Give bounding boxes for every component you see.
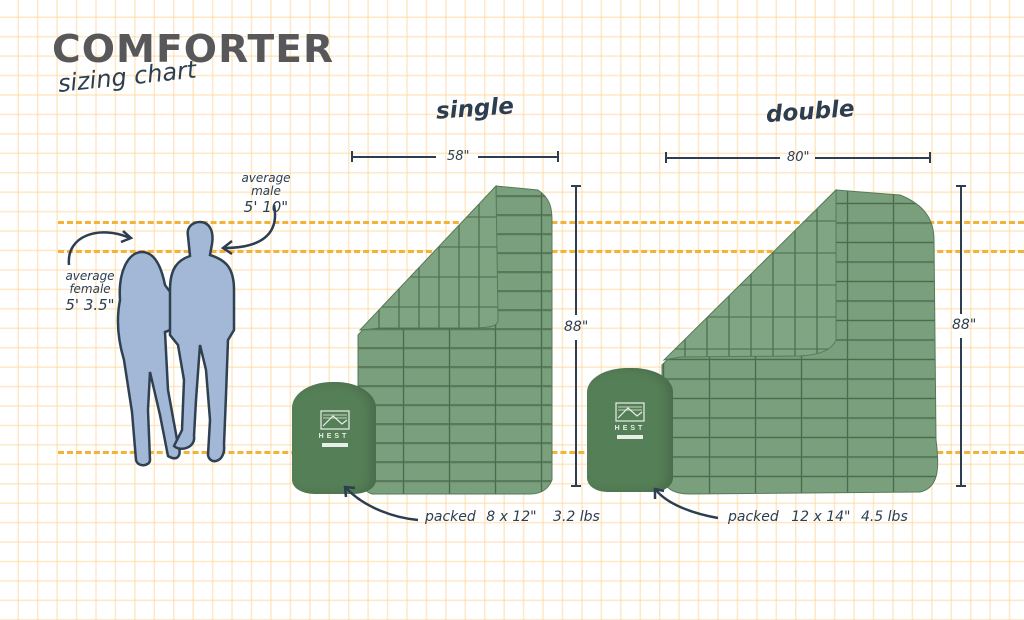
page-title: COMFORTER: [52, 27, 335, 71]
double-packed-label: packed: [728, 509, 779, 525]
single-packed-size: 8 x 12": [486, 509, 537, 525]
male-silhouette-icon: [168, 220, 236, 463]
single-packed-weight: 3.2 lbs: [553, 509, 600, 525]
single-width-label: 58": [447, 149, 470, 164]
double-width-label: 80": [787, 150, 810, 165]
male-height: 5' 10": [243, 198, 289, 217]
double-packed-info: packed 12 x 14" 4.5 lbs: [728, 510, 908, 524]
double-bag-tag: [617, 435, 643, 439]
male-label: average male 5' 10": [238, 172, 294, 216]
single-bag-brand: HEST: [318, 433, 350, 440]
single-packed-label: packed: [425, 509, 476, 525]
double-length-label: 88": [952, 317, 977, 333]
female-label-line1: average: [65, 269, 115, 283]
female-label: average female 5' 3.5": [60, 270, 120, 314]
single-packed-info: packed 8 x 12" 3.2 lbs: [425, 510, 600, 524]
double-packed-weight: 4.5 lbs: [860, 509, 908, 525]
single-packed-bag: HEST: [292, 382, 376, 494]
hest-logo-icon: [320, 410, 350, 430]
male-label-line1: average: [241, 171, 291, 185]
double-packed-bag: HEST: [587, 368, 673, 492]
double-bag-brand: HEST: [614, 425, 646, 432]
single-length-label: 88": [564, 319, 589, 335]
single-bag-tag: [322, 443, 348, 447]
male-arrow-icon: [223, 204, 277, 250]
female-silhouette-icon: [116, 250, 181, 467]
male-label-line2: male: [251, 183, 281, 198]
double-packed-size: 12 x 14": [791, 509, 851, 525]
female-height: 5' 3.5": [65, 296, 115, 315]
hest-logo-icon: [615, 402, 645, 422]
female-label-line2: female: [69, 281, 111, 296]
female-arrow-icon: [67, 231, 131, 266]
